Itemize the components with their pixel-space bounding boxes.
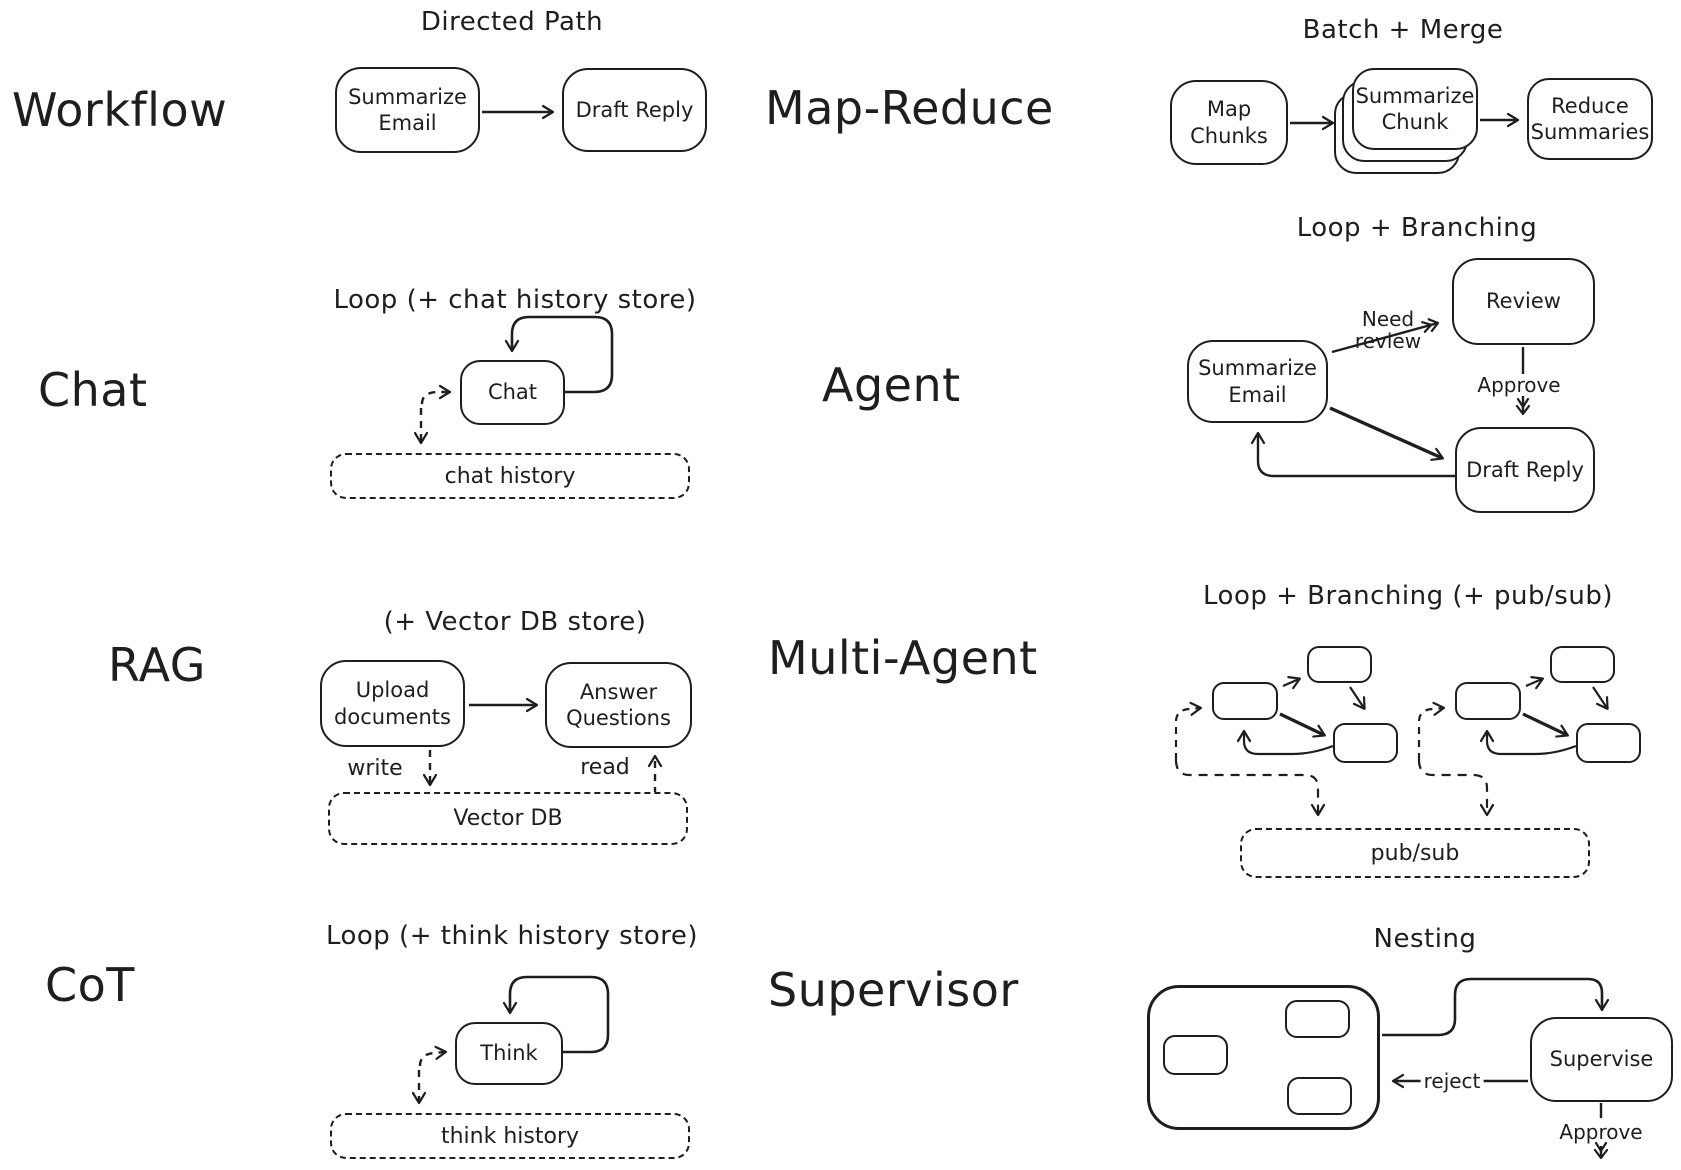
panel-title-map-reduce: Batch + Merge xyxy=(1302,15,1504,45)
ma2-loopback-arrow xyxy=(1479,729,1577,756)
cot-store-history: think history xyxy=(330,1113,690,1159)
chat-store-read-arrow xyxy=(420,384,452,405)
panel-label-rag: RAG xyxy=(108,638,206,692)
chat-store-history: chat history xyxy=(330,453,690,499)
cot-node-think: Think xyxy=(455,1022,563,1085)
supervisor-node-supervise: Supervise xyxy=(1530,1017,1673,1102)
ma2-node-top xyxy=(1550,646,1615,683)
ma1-branch-arrow xyxy=(1282,676,1302,690)
chat-loop-arrow xyxy=(504,315,614,394)
ma2-down-arrow xyxy=(1592,686,1609,710)
sup-to-supervise-arrow xyxy=(1382,977,1610,1037)
agent-draft-arrow xyxy=(1329,406,1445,461)
panel-title-chat: Loop (+ chat history store) xyxy=(333,285,697,315)
ma1-pubsub-out-arrow xyxy=(1174,759,1326,817)
ma2-branch-arrow xyxy=(1525,676,1545,690)
rag-edge-label-write: write xyxy=(347,755,403,781)
ma1-node-top xyxy=(1307,646,1372,683)
ma1-loopback-arrow xyxy=(1236,729,1334,756)
rag-store-vector-db: Vector DB xyxy=(328,792,688,845)
cot-loop-arrow xyxy=(502,975,610,1054)
panel-label-cot: CoT xyxy=(45,958,135,1012)
mapreduce-node-summarize-chunk: Summarize Chunk xyxy=(1352,68,1478,150)
mapreduce-node-reduce-summaries: Reduce Summaries xyxy=(1527,78,1653,160)
workflow-node-draft-reply: Draft Reply xyxy=(562,68,707,152)
panel-label-chat: Chat xyxy=(38,363,148,417)
agent-need-review-arrow xyxy=(1331,318,1440,354)
ma2-node-left xyxy=(1455,682,1521,720)
supervisor-edge-label-approve: Approve xyxy=(1559,1120,1643,1144)
panel-title-workflow: Directed Path xyxy=(420,7,604,37)
panel-title-supervisor: Nesting xyxy=(1373,924,1477,954)
ma1-node-bottom xyxy=(1333,723,1398,763)
panel-title-multi-agent: Loop + Branching (+ pub/sub) xyxy=(1203,581,1613,611)
supervisor-inner-node-bottom xyxy=(1287,1077,1352,1115)
workflow-node-summarize-email: Summarize Email xyxy=(335,67,480,153)
agent-node-review: Review xyxy=(1452,258,1595,345)
agent-edge-label-approve: Approve xyxy=(1474,374,1564,396)
agent-node-summarize-email: Summarize Email xyxy=(1187,340,1328,423)
ma1-down-arrow xyxy=(1349,686,1366,710)
ma1-pubsub-in-arrow xyxy=(1174,701,1203,760)
panel-title-agent: Loop + Branching xyxy=(1296,213,1538,243)
ma1-node-left xyxy=(1212,682,1278,720)
ma1-thick-arrow xyxy=(1279,712,1327,738)
ma2-thick-arrow xyxy=(1522,712,1570,738)
supervisor-edge-label-reject: reject xyxy=(1420,1070,1484,1092)
rag-node-upload-documents: Upload documents xyxy=(320,660,465,747)
supervisor-inner-node-top xyxy=(1285,1000,1350,1038)
rag-node-answer-questions: Answer Questions xyxy=(545,662,692,748)
ma2-pubsub-out-arrow xyxy=(1417,759,1495,817)
supervisor-inner-node-left xyxy=(1163,1035,1228,1075)
panel-title-cot: Loop (+ think history store) xyxy=(325,921,699,951)
panel-label-workflow: Workflow xyxy=(12,83,228,137)
ma2-node-bottom xyxy=(1576,723,1641,763)
panel-label-supervisor: Supervisor xyxy=(768,963,1019,1017)
multi-agent-store-pubsub: pub/sub xyxy=(1240,828,1590,878)
agent-loopback-arrow xyxy=(1250,431,1455,478)
agent-edge-label-need-review: Need review xyxy=(1354,307,1422,353)
cot-store-read-arrow xyxy=(418,1045,448,1067)
agent-node-draft-reply: Draft Reply xyxy=(1455,427,1595,513)
ma2-pubsub-in-arrow xyxy=(1417,701,1446,760)
panel-title-rag: (+ Vector DB store) xyxy=(383,607,647,637)
rag-edge-label-read: read xyxy=(580,754,630,780)
panel-label-map-reduce: Map-Reduce xyxy=(765,81,1054,135)
chat-node-chat: Chat xyxy=(460,360,565,425)
panel-label-agent: Agent xyxy=(822,358,961,412)
mapreduce-node-map-chunks: Map Chunks xyxy=(1170,80,1288,165)
panel-label-multi-agent: Multi-Agent xyxy=(768,631,1038,685)
